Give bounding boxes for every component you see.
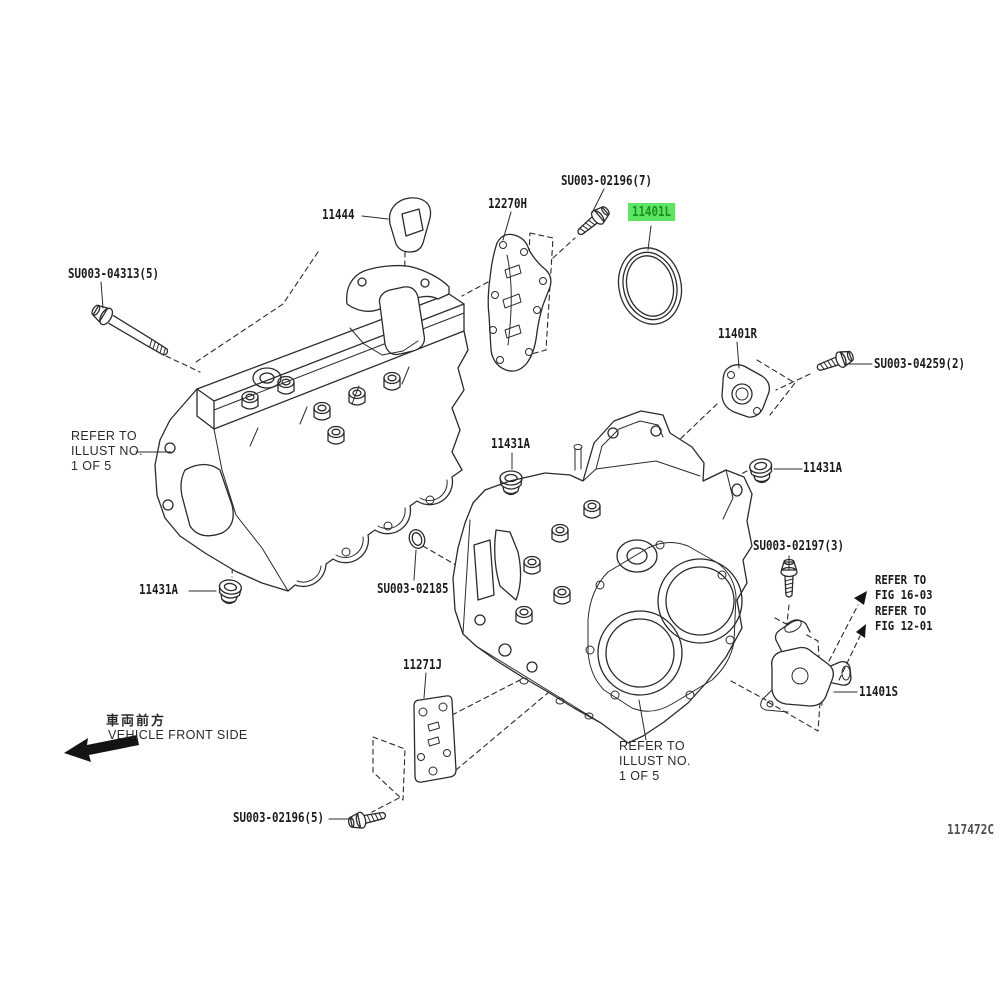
part-label-11431a-left: 11431A: [139, 582, 179, 598]
vehicle-front-arrow: [64, 735, 139, 762]
outlet-11401s-drawing: [760, 619, 852, 713]
bolt-su003-02196-5-drawing: [346, 806, 388, 832]
plug-11431a-left-drawing: [216, 577, 243, 606]
part-label-11401l-highlighted: 11401L: [628, 203, 676, 221]
note-refer-illust-left: REFER TO ILLUST NO. 1 OF 5: [71, 429, 143, 474]
note-line: FIG 16-03: [875, 587, 933, 602]
part-label-su003-02185: SU003-02185: [377, 581, 449, 597]
ring-su003-02185-drawing: [408, 529, 426, 549]
note-line: REFER TO: [619, 739, 685, 753]
refer-fig-arrows: [828, 591, 867, 681]
part-label-su003-04313-5: SU003-04313(5): [68, 266, 160, 282]
part-label-su003-02196-7: SU003-02196(7): [561, 173, 653, 189]
part-label-11401r: 11401R: [718, 326, 758, 342]
note-line: 1 OF 5: [619, 769, 660, 783]
part-label-11444: 11444: [322, 207, 355, 223]
part-label-12270h: 12270H: [488, 196, 528, 212]
plug-11431a-right-drawing: [748, 456, 775, 485]
engine-block-right: [452, 410, 753, 744]
leader-lines: [100, 188, 873, 820]
bolt-su003-04259-2-drawing: [814, 347, 857, 377]
note-line: REFER TO: [875, 572, 927, 587]
note-line: REFER TO: [71, 429, 137, 443]
part-label-11401s: 11401S: [859, 684, 899, 700]
figure-code: 117472C: [947, 823, 995, 838]
bracket-11271j-drawing: [413, 695, 457, 783]
vehicle-front-label-en: VEHICLE FRONT SIDE: [108, 728, 248, 742]
note-line: REFER TO: [875, 603, 927, 618]
plate-12270h-drawing: [487, 233, 552, 372]
part-label-11431a-center: 11431A: [491, 436, 531, 452]
note-line: ILLUST NO.: [71, 444, 143, 458]
gasket-11444-drawing: [388, 197, 432, 253]
engine-block-left: [154, 264, 469, 592]
seal-11401l-drawing: [617, 247, 683, 325]
retainer-11401r-drawing: [721, 364, 770, 418]
note-refer-illust-bottom: REFER TO ILLUST NO. 1 OF 5: [619, 739, 691, 784]
part-label-su003-02197-3: SU003-02197(3): [753, 538, 845, 554]
note-line: ILLUST NO.: [619, 754, 691, 768]
part-label-11271j: 11271J: [403, 657, 443, 673]
note-line: FIG 12-01: [875, 618, 933, 633]
part-label-11431a-right: 11431A: [803, 460, 843, 476]
vehicle-front-label-jp: 車両前方: [106, 714, 167, 729]
note-refer-fig-16-03: REFER TO FIG 16-03: [875, 572, 933, 602]
note-line: 1 OF 5: [71, 459, 112, 473]
note-refer-fig-12-01: REFER TO FIG 12-01: [875, 603, 933, 633]
part-label-su003-02196-5: SU003-02196(5): [233, 810, 325, 826]
bolt-su003-04313-5-drawing: [91, 304, 169, 356]
bolt-su003-02196-7-drawing: [572, 202, 614, 241]
part-label-su003-04259-2: SU003-04259(2): [874, 356, 966, 372]
